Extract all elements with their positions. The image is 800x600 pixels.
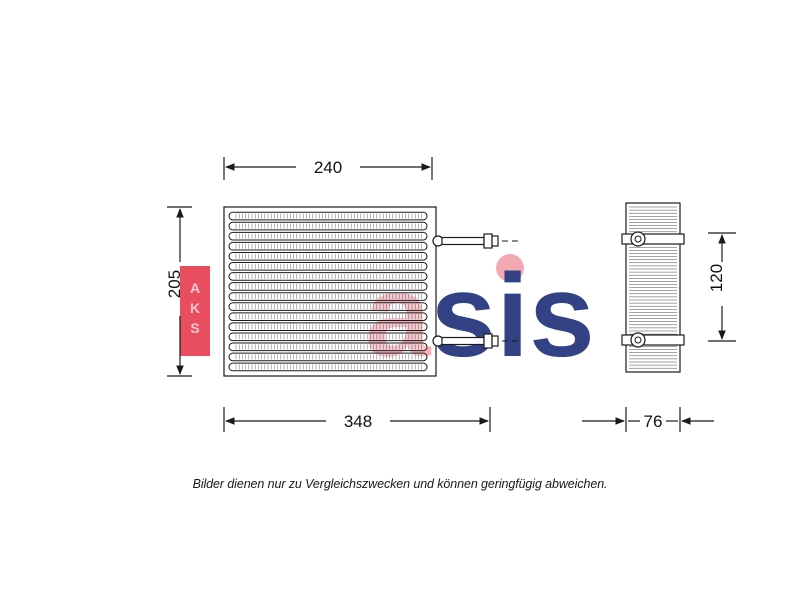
dimension-76-label: 76 — [644, 412, 663, 431]
pipe-tube — [441, 236, 485, 246]
core-frame — [223, 206, 437, 377]
core-fins — [235, 304, 422, 310]
logo-letter-a: A — [190, 280, 200, 296]
pipe-fitting — [491, 335, 499, 347]
pipe-fitting — [491, 235, 499, 247]
dimension-240-label: 240 — [314, 158, 342, 177]
core-fins — [235, 263, 422, 269]
aks-dasis-watermark-logo: A K S asis — [180, 250, 595, 382]
core-fins — [235, 344, 422, 350]
core-tube-row — [228, 292, 428, 301]
dimension-348-label: 348 — [344, 412, 372, 431]
dimension-120-label: 120 — [707, 264, 726, 292]
core-fins — [235, 223, 422, 229]
side-clamp — [621, 334, 685, 346]
core-tube-row — [228, 322, 428, 332]
side-port-inner — [634, 336, 642, 344]
core-tube-row — [228, 231, 428, 241]
core-fins — [235, 354, 422, 360]
core-fins — [235, 233, 422, 239]
core-fins — [235, 334, 422, 340]
core-tube-row — [228, 342, 428, 352]
side-lower-clamp — [621, 332, 685, 348]
core-fins — [235, 294, 422, 300]
side-clamp — [621, 233, 685, 245]
core-tube-row — [228, 241, 428, 251]
core-fins — [235, 213, 422, 219]
core-fins — [235, 243, 422, 249]
core-fins — [235, 314, 422, 320]
core-tube-row — [228, 332, 428, 342]
core-fins — [235, 253, 422, 259]
pipe-nut — [483, 333, 493, 349]
core-tube-row — [228, 272, 428, 281]
core-fins — [235, 273, 422, 279]
logo-letter-s: S — [190, 320, 199, 336]
core-fins — [235, 283, 422, 289]
core-fins — [235, 364, 422, 370]
logo-letter-k: K — [190, 300, 200, 316]
logo-wordmark: asis — [365, 250, 595, 382]
core-tube-row — [228, 352, 428, 362]
core-tube-row — [228, 362, 428, 372]
outlet-pipe — [432, 233, 520, 249]
inlet-pipe — [432, 333, 520, 349]
side-port-inner — [634, 235, 642, 243]
core-fins — [235, 324, 422, 330]
core-tube-row — [228, 302, 428, 311]
side-upper-clamp — [621, 231, 685, 247]
core-tube-row — [228, 312, 428, 321]
dimension-lines: 240 205 348 120 76 — [165, 157, 736, 432]
evaporator-side-view — [621, 202, 685, 373]
core-tube-row — [228, 221, 428, 231]
core-tube-row — [228, 282, 428, 291]
dimension-205-label: 205 — [165, 270, 184, 298]
core-tube-row — [228, 262, 428, 271]
core-tube-row — [228, 211, 428, 221]
disclaimer-text: Bilder dienen nur zu Vergleichszwecken u… — [192, 477, 608, 491]
core-tube-row — [228, 251, 428, 261]
pipe-tube — [441, 336, 485, 346]
evaporator-front-view — [223, 206, 520, 377]
pipe-nut — [483, 233, 493, 249]
